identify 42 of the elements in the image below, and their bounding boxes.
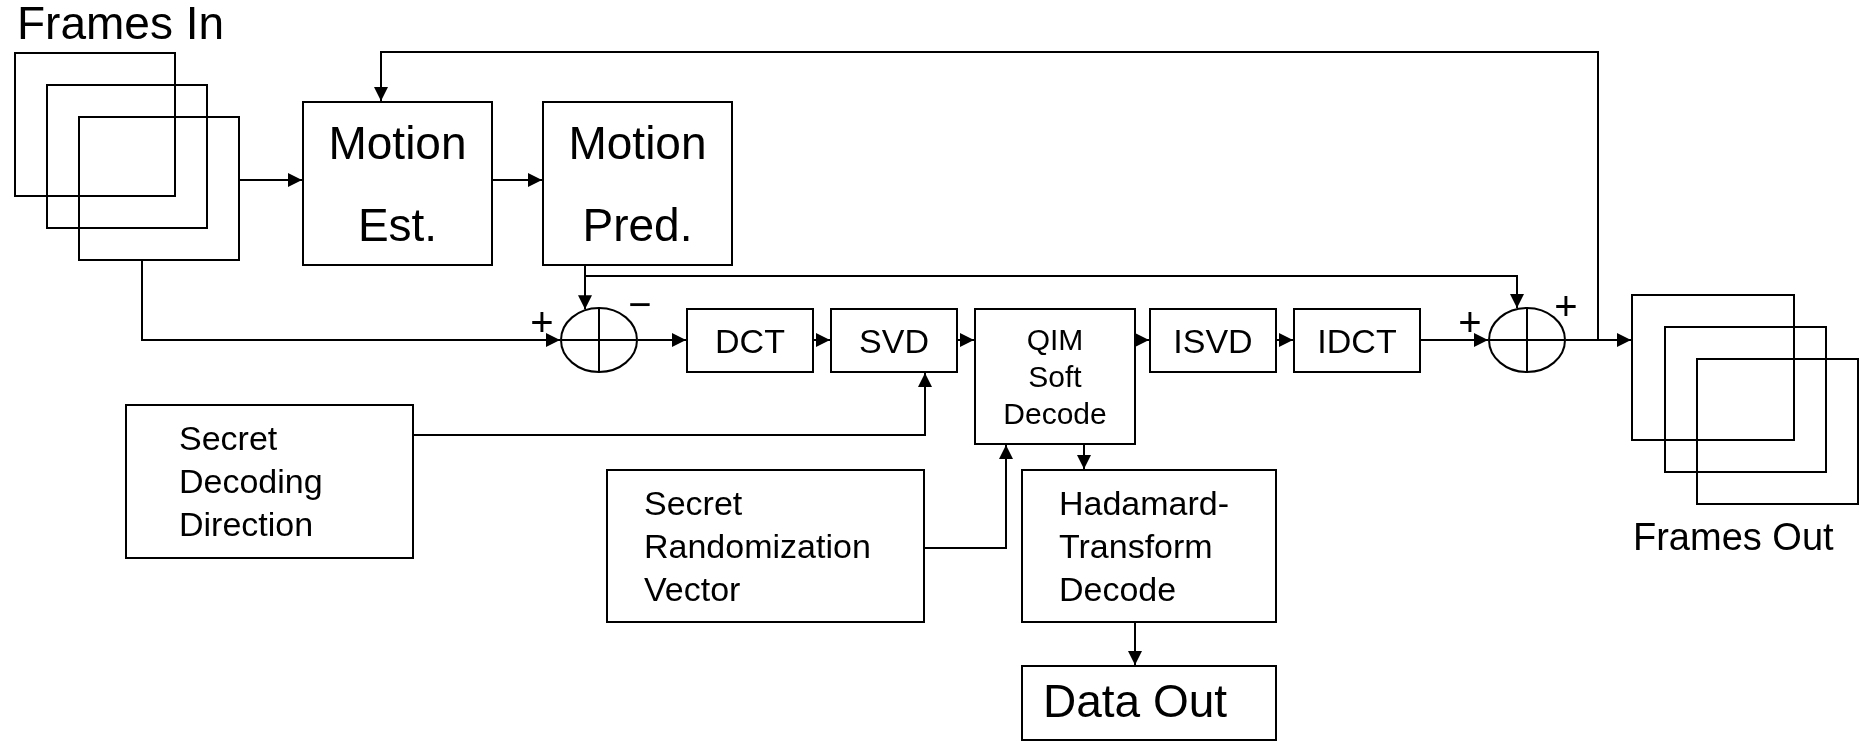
arrow (141, 258, 561, 347)
node-label: Frames Out (1633, 515, 1834, 560)
process-box (830, 308, 958, 373)
sign-label: − (628, 284, 652, 324)
process-box (125, 404, 414, 559)
arrow (413, 372, 932, 436)
arrow (924, 444, 1013, 549)
arrow (637, 333, 687, 347)
node-label: Frames In (17, 0, 225, 50)
arrow (492, 173, 543, 187)
process-box (542, 101, 733, 266)
node-label: Secret Randomization Vector (644, 482, 872, 610)
sign-label: + (530, 302, 554, 342)
arrow (957, 333, 975, 347)
sign-label: + (1554, 286, 1578, 326)
process-box (302, 101, 493, 266)
arrow (1128, 622, 1142, 666)
arrow (1077, 444, 1091, 470)
process-box (1293, 308, 1421, 373)
sign-label: + (1458, 302, 1482, 342)
node-label: DCT (715, 320, 785, 361)
node-label: IDCT (1317, 320, 1397, 361)
arrow (237, 173, 303, 187)
arrow (1135, 333, 1150, 347)
process-box (686, 308, 814, 373)
arrow (1276, 333, 1294, 347)
arrow (1420, 333, 1489, 347)
node-label: Data Out (1043, 674, 1229, 729)
node-label: Motion Est. (327, 115, 468, 253)
process-box (606, 469, 925, 623)
process-box (974, 308, 1136, 445)
node-label: ISVD (1173, 320, 1253, 361)
arrow (813, 333, 831, 347)
node-label: QIM Soft Decode (1003, 322, 1107, 432)
node-label: Secret Decoding Direction (179, 418, 324, 545)
node-label: Hadamard-Transform Decode (1059, 482, 1231, 610)
arrow (374, 51, 1599, 341)
process-box (1021, 665, 1277, 741)
node-label: Motion Pred. (567, 115, 708, 253)
node-label: SVD (859, 320, 929, 361)
process-box (1021, 469, 1277, 623)
process-box (1149, 308, 1277, 373)
